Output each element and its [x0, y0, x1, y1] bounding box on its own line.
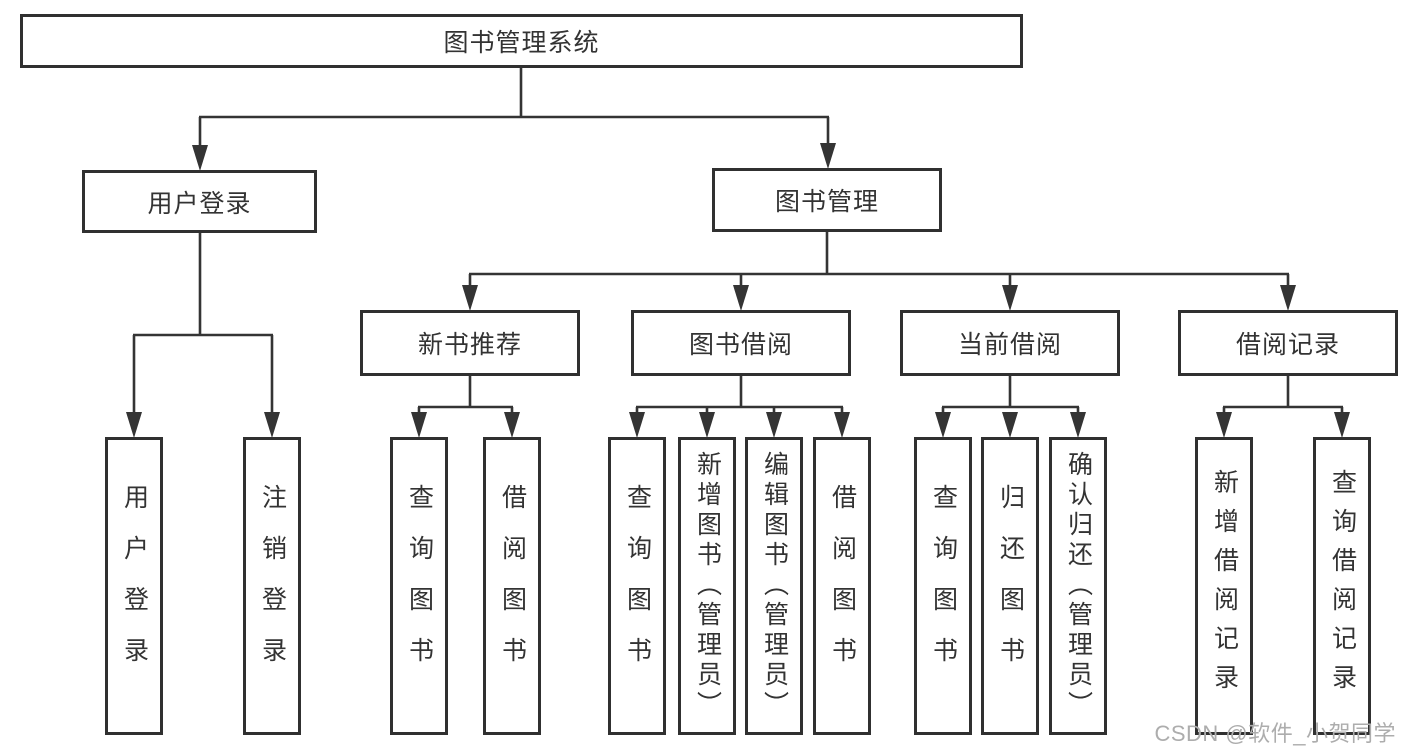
node-label: 查询图书 — [623, 484, 652, 688]
node-label: 查询图书 — [929, 484, 958, 688]
node-label: 注销登录 — [258, 484, 287, 688]
node-label: 查询图书 — [405, 484, 434, 688]
node-label: 图书管理 — [774, 188, 879, 216]
arrowheads — [126, 143, 1350, 438]
node-label: 图书管理系统 — [443, 29, 600, 57]
node-leaf-edit-book-admin: 编辑图书（管理员） — [745, 437, 803, 735]
node-leaf-borrow-book: 借阅图书 — [813, 437, 871, 735]
node-label: 确认归还（管理员） — [1064, 451, 1093, 721]
node-leaf-add-borrow-record: 新增借阅记录 — [1195, 437, 1253, 735]
node-leaf-return-book: 归还图书 — [981, 437, 1039, 735]
node-label: 用户登录 — [120, 484, 149, 688]
node-user-login: 用户登录 — [82, 170, 317, 233]
node-root: 图书管理系统 — [20, 14, 1023, 68]
node-label: 查询借阅记录 — [1328, 469, 1357, 703]
node-leaf-add-book-admin: 新增图书（管理员） — [678, 437, 736, 735]
node-leaf-recommend-borrow-book: 借阅图书 — [483, 437, 541, 735]
node-label: 新书推荐 — [417, 331, 522, 359]
node-book-borrow: 图书借阅 — [631, 310, 851, 376]
node-borrow-record: 借阅记录 — [1178, 310, 1398, 376]
node-leaf-recommend-query-book: 查询图书 — [390, 437, 448, 735]
node-label: 新增借阅记录 — [1210, 469, 1239, 703]
node-label: 图书借阅 — [688, 331, 793, 359]
node-leaf-borrow-query-book: 查询图书 — [608, 437, 666, 735]
node-current-borrow: 当前借阅 — [900, 310, 1120, 376]
node-leaf-logout: 注销登录 — [243, 437, 301, 735]
node-leaf-confirm-return-admin: 确认归还（管理员） — [1049, 437, 1107, 735]
node-label: 当前借阅 — [957, 331, 1062, 359]
node-leaf-current-query-book: 查询图书 — [914, 437, 972, 735]
node-label: 借阅图书 — [498, 484, 527, 688]
node-new-book-recommend: 新书推荐 — [360, 310, 580, 376]
node-label: 用户登录 — [147, 189, 252, 218]
node-leaf-user-login: 用户登录 — [105, 437, 163, 735]
node-leaf-query-borrow-record: 查询借阅记录 — [1313, 437, 1371, 735]
node-label: 借阅记录 — [1235, 331, 1340, 359]
node-label: 编辑图书（管理员） — [760, 451, 789, 721]
node-label: 借阅图书 — [828, 484, 857, 688]
node-label: 归还图书 — [996, 484, 1025, 688]
node-book-management: 图书管理 — [712, 168, 942, 232]
node-label: 新增图书（管理员） — [693, 451, 722, 721]
csdn-watermark: CSDN @软件_小贺同学 — [1154, 721, 1396, 746]
